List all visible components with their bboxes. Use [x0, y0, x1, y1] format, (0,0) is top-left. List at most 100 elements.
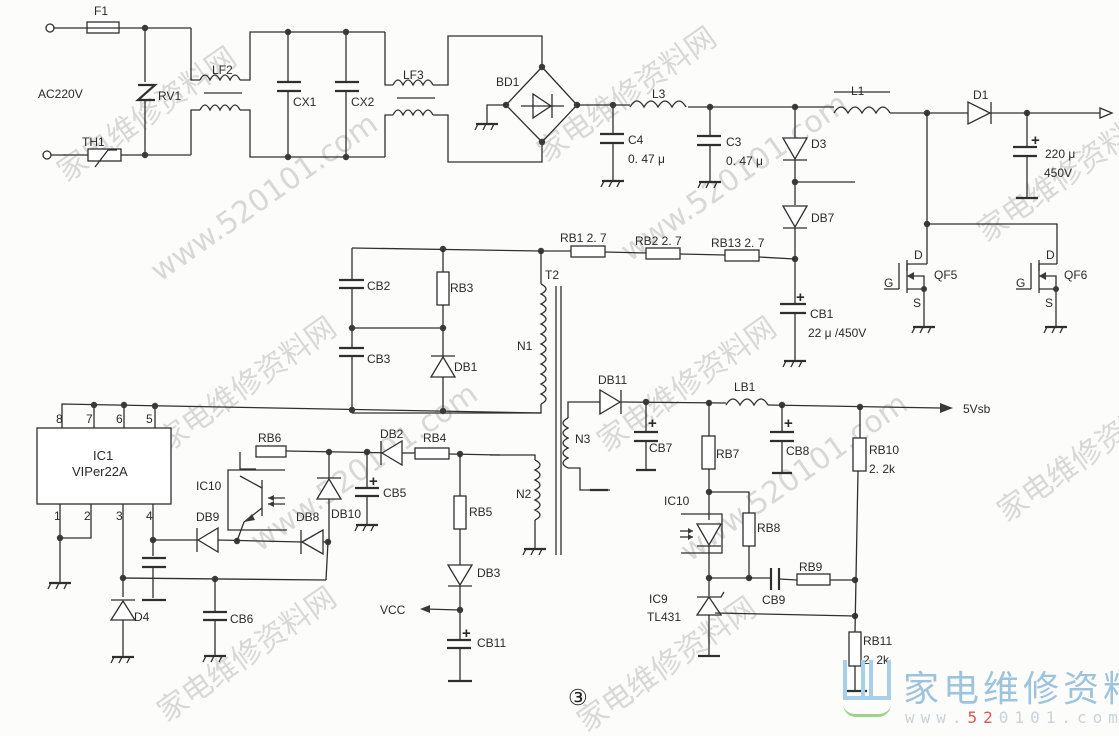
label-db8: DB8 — [296, 510, 320, 524]
logo-text-cn: 家电维修资料网 — [903, 669, 1119, 710]
value-c4: 0. 47 μ — [628, 152, 665, 166]
polarity-plus: + — [369, 473, 378, 490]
inductor-l3 — [629, 100, 795, 109]
pin-5: 5 — [146, 412, 153, 426]
label-n3: N3 — [575, 432, 591, 446]
label-ic10-led: IC10 — [664, 494, 690, 508]
mosfet-qf5 — [884, 113, 1058, 335]
varistor-rv1 — [135, 24, 158, 159]
label-cb9: CB9 — [762, 593, 786, 607]
pin-8: 8 — [56, 412, 63, 426]
label-db7: DB7 — [811, 211, 835, 225]
resistor-chain-rb1-rb2-rb13 — [351, 245, 796, 262]
pin-3: 3 — [116, 509, 123, 523]
diode-d3 — [781, 103, 855, 205]
label-ic9-part: TL431 — [647, 610, 681, 624]
input-label: AC220V — [38, 87, 83, 101]
logo-smile-icon — [843, 704, 891, 717]
polarity-plus: + — [462, 625, 471, 642]
label-rb3: RB3 — [450, 281, 474, 295]
label-cb2: CB2 — [367, 279, 391, 293]
value-rb10: 2. 2k — [869, 462, 896, 476]
capacitor-output — [1013, 113, 1038, 200]
polarity-plus: + — [1031, 132, 1040, 149]
label-cb5: CB5 — [383, 486, 407, 500]
label-cb3: CB3 — [367, 352, 391, 366]
capacitor-cb5 — [353, 452, 380, 533]
label-qf5-s: S — [913, 296, 921, 310]
label-db2: DB2 — [380, 427, 404, 441]
label-rb9: RB9 — [799, 560, 823, 574]
label-qf5-g: G — [884, 276, 893, 290]
value-cb1: 22 μ /450V — [808, 326, 866, 340]
site-logo: 家电维修资料网 www.520101.com — [843, 660, 1119, 736]
ac-input-terminals — [42, 23, 88, 160]
label-l1: L1 — [851, 84, 865, 98]
transformer-t2 — [352, 251, 610, 557]
logo-url-prefix: www. — [905, 708, 968, 727]
label-ic9: IC9 — [649, 592, 668, 606]
label-cb1: CB1 — [810, 307, 834, 321]
label-t2: T2 — [545, 268, 559, 282]
label-db9: DB9 — [196, 510, 220, 524]
label-rb5: RB5 — [469, 505, 493, 519]
label-rv1: RV1 — [158, 89, 181, 103]
label-th1: TH1 — [82, 135, 105, 149]
ic1-viper22a — [36, 401, 542, 597]
label-qf5-d: D — [914, 248, 923, 262]
label-l3: L3 — [652, 87, 666, 101]
label-d1: D1 — [973, 88, 989, 102]
mosfet-qf6 — [1016, 260, 1069, 335]
feedback-network — [109, 526, 332, 665]
inductor-l1 — [795, 91, 968, 117]
common-mode-choke-lf3 — [384, 32, 543, 163]
label-rb6: RB6 — [258, 431, 282, 445]
label-lf3: LF3 — [403, 68, 424, 82]
secondary-output — [590, 388, 953, 492]
capacitor-c4 — [577, 101, 630, 189]
label-qf6: QF6 — [1064, 268, 1088, 282]
label-qf6-g: G — [1016, 276, 1025, 290]
value-cout-cap: 220 μ — [1045, 147, 1075, 161]
capacitor-cx2 — [288, 28, 385, 161]
pin-4: 4 — [146, 509, 153, 523]
regulation-loop — [680, 403, 867, 693]
label-cb7: CB7 — [649, 441, 673, 455]
thermistor-th1 — [87, 148, 191, 168]
ic1-part: VIPer22A — [72, 464, 128, 479]
label-cb6: CB6 — [230, 612, 254, 626]
label-rb2: RB2 2. 7 — [635, 234, 682, 248]
value-cout-volt: 450V — [1044, 166, 1072, 180]
label-rb8: RB8 — [757, 521, 781, 535]
logo-url: www.520101.com — [905, 708, 1119, 727]
label-cb11: CB11 — [477, 636, 506, 650]
label-lb1: LB1 — [734, 380, 756, 394]
label-qf6-d: D — [1046, 248, 1055, 262]
label-rb1: RB1 2. 7 — [560, 231, 607, 245]
label-cx2: CX2 — [351, 95, 375, 109]
label-bd1: BD1 — [496, 75, 520, 89]
pin-2: 2 — [84, 509, 91, 523]
diode-db2 — [380, 439, 501, 467]
logo-url-rest: 0101.com — [998, 708, 1119, 727]
label-vcc: VCC — [380, 603, 406, 617]
pin-7: 7 — [86, 412, 93, 426]
label-rb10: RB10 — [869, 443, 899, 457]
figure-number: ③ — [568, 686, 588, 711]
label-qf5: QF5 — [934, 268, 958, 282]
label-f1: F1 — [94, 4, 108, 18]
snubber-network — [339, 248, 457, 410]
output-5vsb: 5Vsb — [963, 402, 991, 416]
label-ic10-tx: IC10 — [196, 479, 222, 493]
logo-icon-inner — [861, 660, 873, 700]
label-db1: DB1 — [454, 360, 478, 374]
label-qf6-s: S — [1045, 296, 1053, 310]
label-db11: DB11 — [598, 373, 627, 387]
optocoupler-ic10-transistor — [227, 445, 399, 542]
label-c4: C4 — [628, 133, 644, 147]
vcc-supply — [420, 454, 474, 683]
logo-url-highlight: 52 — [967, 708, 999, 727]
value-c3: 0. 47 μ — [726, 154, 763, 168]
